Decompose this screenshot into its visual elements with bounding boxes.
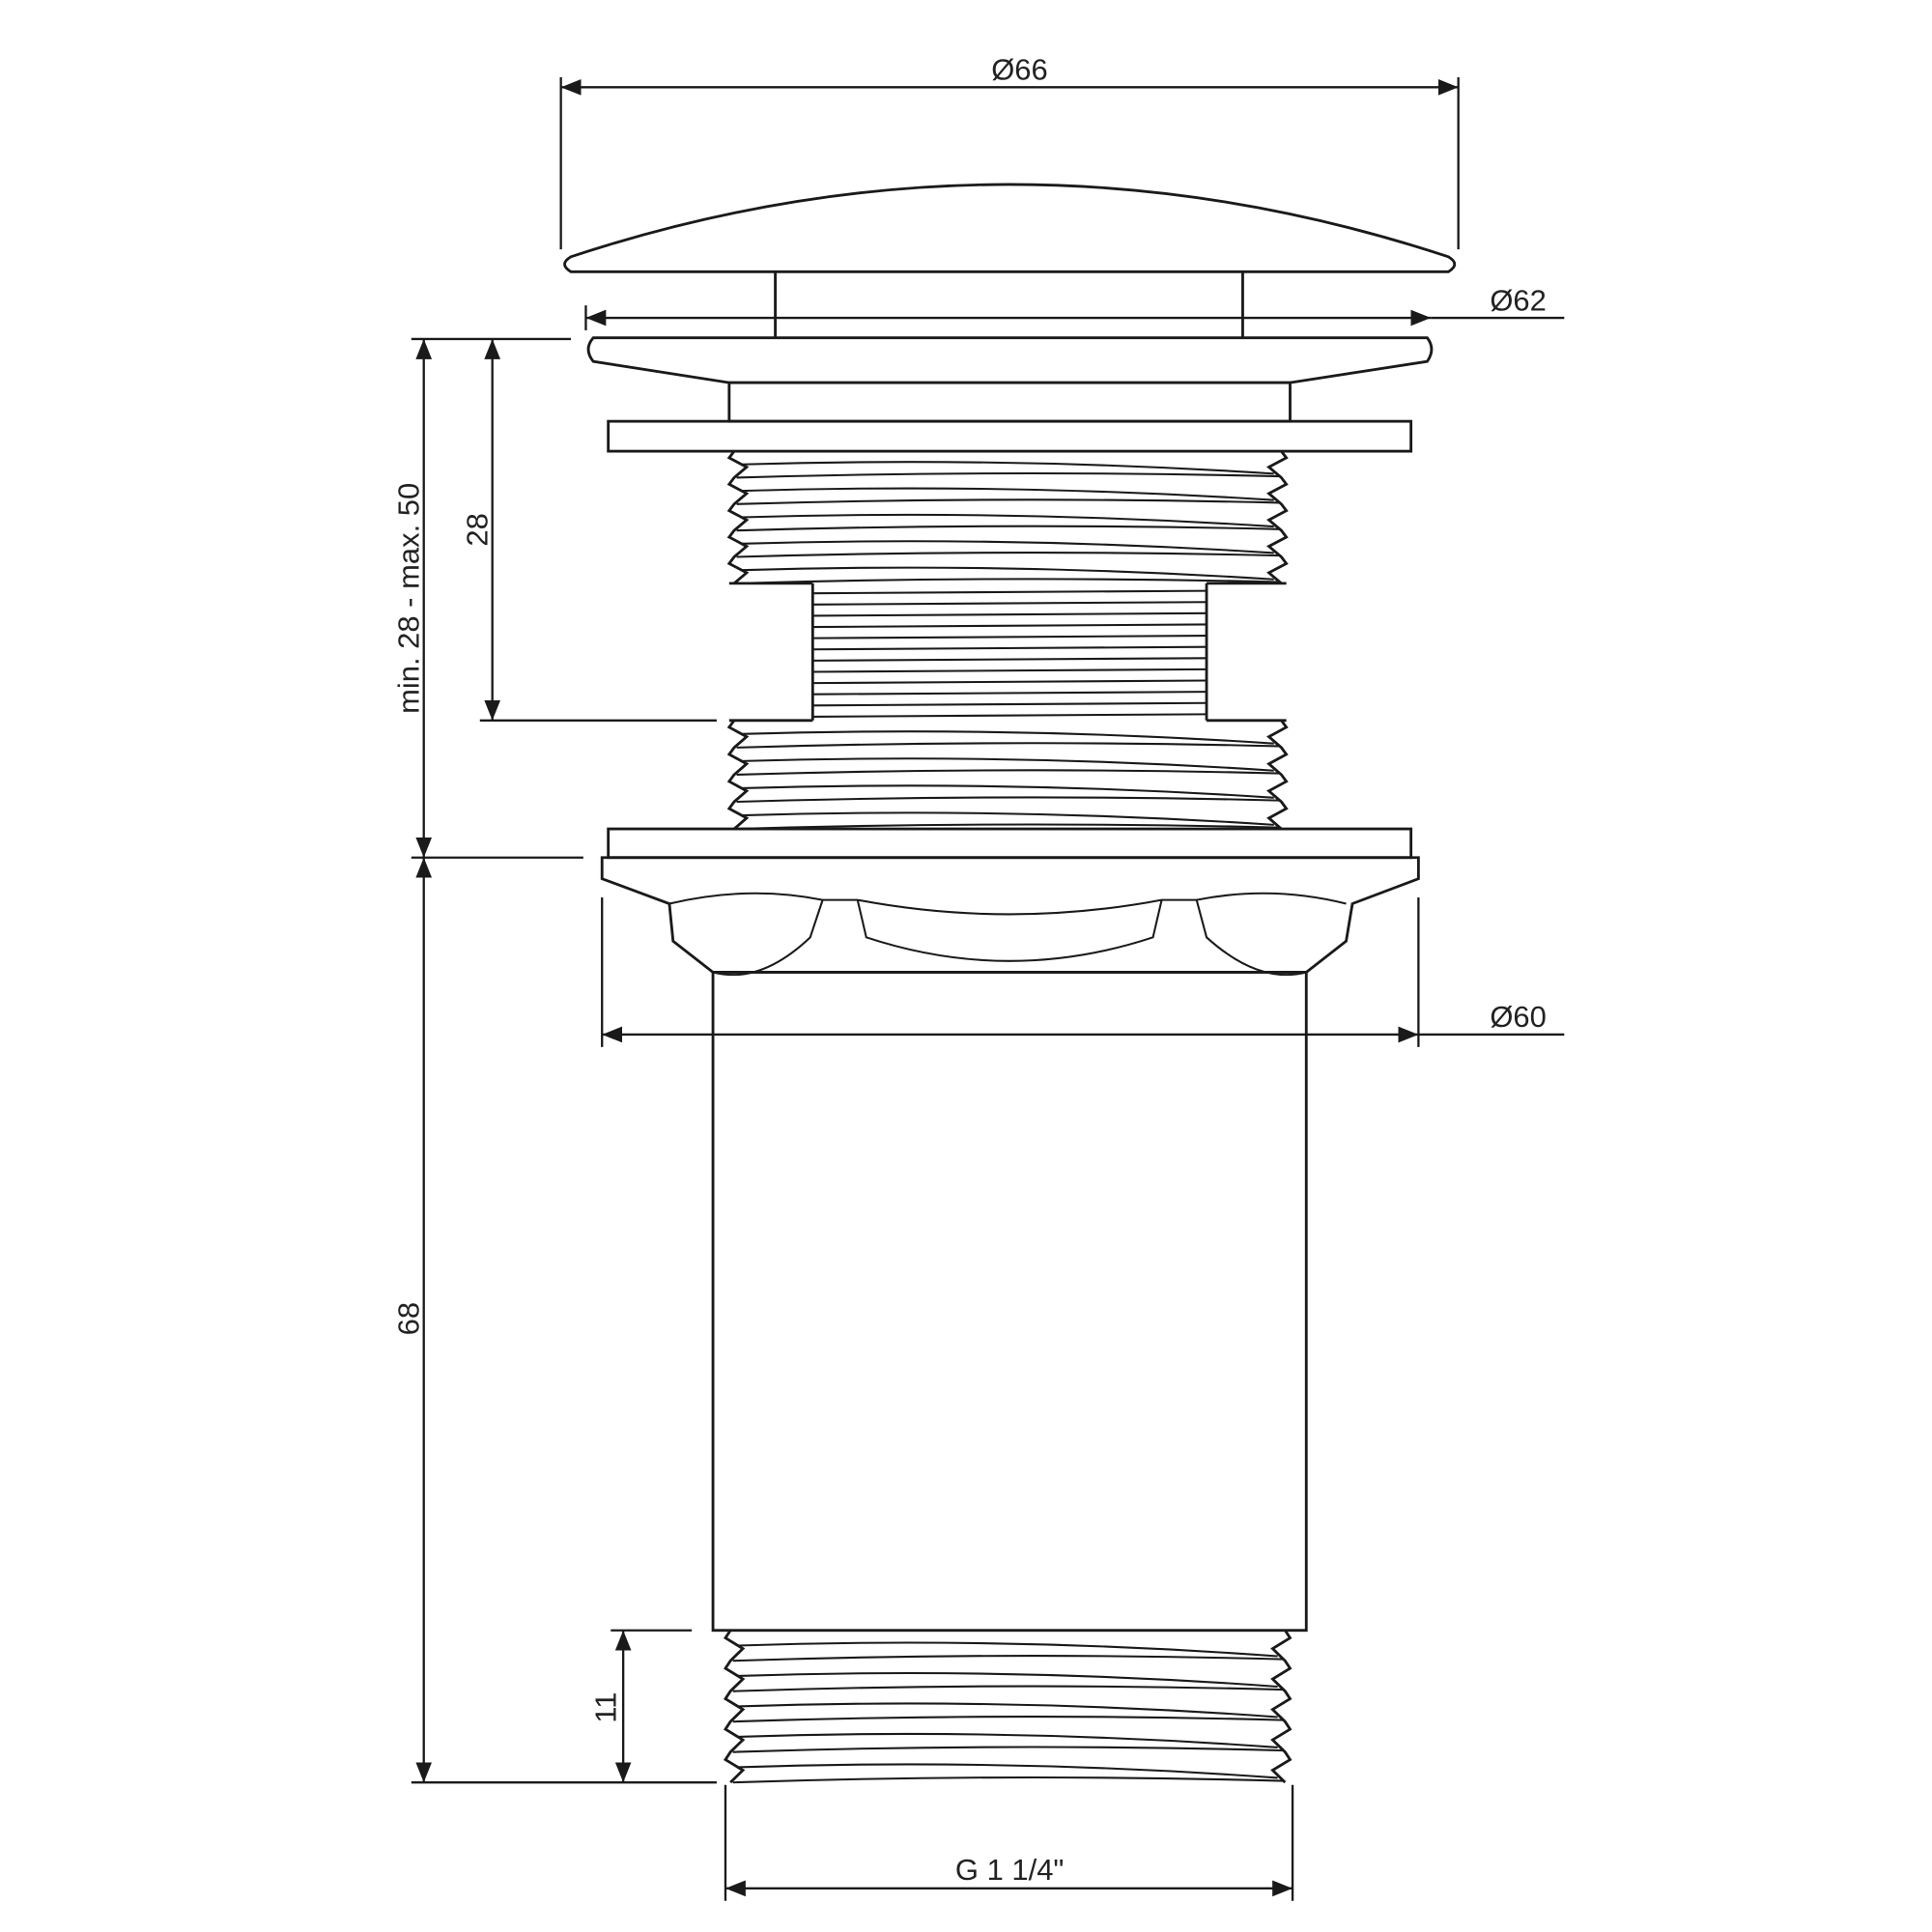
bottom-thread-line <box>732 1716 1283 1723</box>
lower-thread-line <box>736 742 1279 749</box>
upper-thread-line <box>736 525 1279 532</box>
washer <box>607 419 1413 453</box>
upper-thread-length-label: 28 <box>461 513 495 546</box>
thread-spec-label: G 1 1/4" <box>955 1853 1065 1887</box>
cap-diameter-label: Ø66 <box>991 53 1048 87</box>
lower-thread-line <box>741 811 1274 826</box>
lower-thread-line <box>736 796 1279 804</box>
lower-thread-left-edge <box>726 719 750 831</box>
flange-diameter-label: Ø62 <box>1490 283 1547 317</box>
narrow-thread-line <box>812 623 1208 629</box>
narrow-thread-edges <box>728 582 1287 723</box>
top-flange <box>586 336 1434 453</box>
upper-thread-line <box>741 566 1274 581</box>
upper-thread-line <box>741 461 1274 475</box>
body-length-label: 68 <box>392 1302 426 1335</box>
narrow-thread-line <box>812 657 1208 662</box>
upper-thread-line <box>736 471 1279 479</box>
bottom-thread-line <box>732 1655 1283 1662</box>
bottom-thread-line <box>737 1702 1278 1719</box>
bottom-thread-line <box>732 1776 1283 1784</box>
bottom-thread-left-edge <box>723 1629 746 1784</box>
lower-thread-right-edge <box>1266 719 1289 831</box>
bottom-thread-line <box>737 1732 1278 1748</box>
narrow-thread-line <box>812 691 1208 696</box>
upper-thread-line <box>736 552 1279 558</box>
bottom-thread-line <box>737 1641 1278 1658</box>
upper-thread-line <box>736 498 1279 505</box>
narrow-thread-line <box>812 668 1208 673</box>
bottom-thread-length-label: 11 <box>588 1692 622 1723</box>
nut <box>607 827 1413 860</box>
upper-thread-right-edge <box>1266 450 1289 584</box>
narrow-thread-line <box>812 679 1208 685</box>
narrow-thread-line <box>812 713 1208 718</box>
narrow-thread-line <box>812 589 1208 595</box>
narrow-thread-line <box>812 601 1208 606</box>
lower-thread-line <box>736 823 1279 831</box>
bottom-thread-right-edge <box>1270 1629 1293 1784</box>
body <box>600 827 1420 1633</box>
upper-thread-line <box>741 513 1274 528</box>
upper-thread-line <box>741 487 1274 501</box>
lower-thread-line <box>741 730 1274 745</box>
bottom-thread-line <box>732 1685 1283 1692</box>
threads <box>723 450 1293 1784</box>
lower-thread-line <box>741 757 1274 772</box>
narrow-thread-line <box>812 645 1208 651</box>
upper-thread-line <box>736 578 1279 584</box>
cap <box>563 183 1457 339</box>
lower-thread-line <box>736 769 1279 776</box>
upper-thread-left-edge <box>726 450 750 584</box>
narrow-thread-line <box>812 701 1208 707</box>
bottom-thread-line <box>737 1671 1278 1689</box>
body-flange-diameter-label: Ø60 <box>1490 1000 1547 1034</box>
narrow-thread-line <box>812 635 1208 639</box>
bottom-thread-line <box>737 1763 1278 1779</box>
narrow-thread-line <box>812 611 1208 617</box>
dimension-lines <box>411 77 1565 1901</box>
lower-thread-line <box>741 784 1274 799</box>
bottom-thread-line <box>732 1746 1283 1753</box>
basin-thickness-label: min. 28 - max. 50 <box>392 483 426 714</box>
upper-thread-line <box>741 540 1274 554</box>
